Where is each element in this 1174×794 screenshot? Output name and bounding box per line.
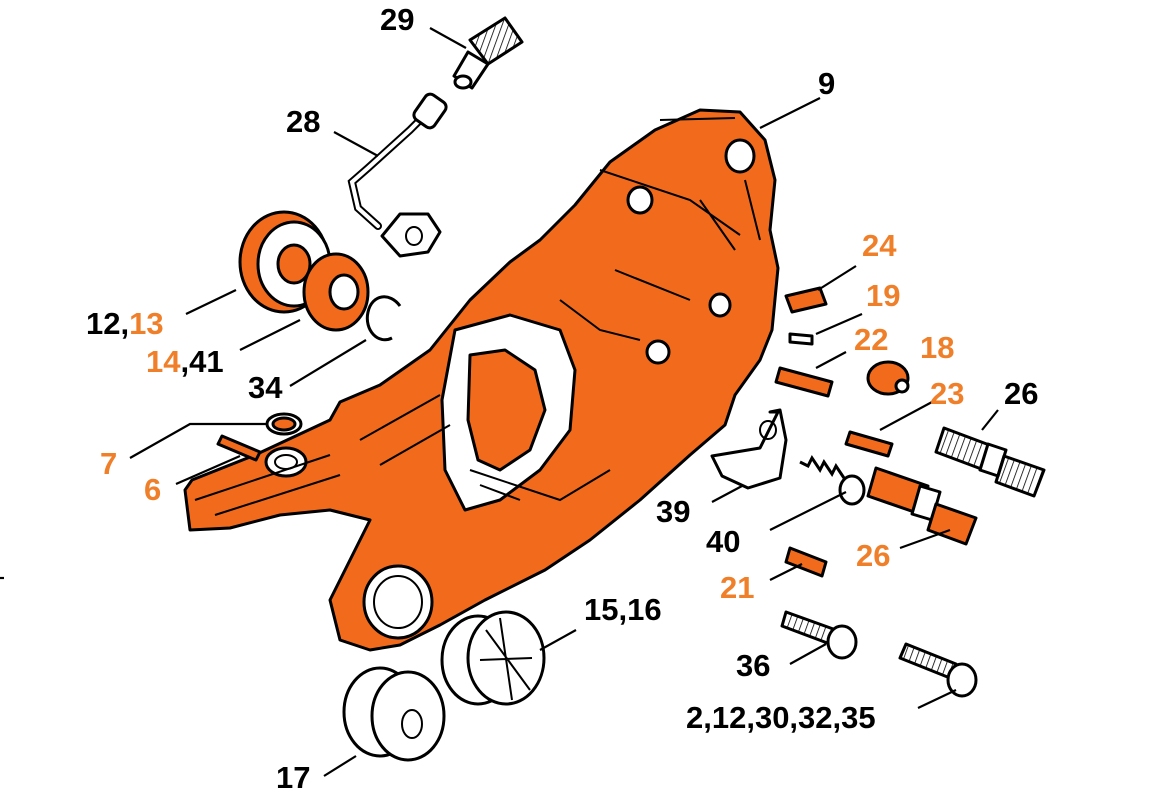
- callout-26-upper: 26: [1004, 376, 1038, 411]
- callout-15-16: 15,16: [584, 592, 662, 627]
- callout-28: 28: [286, 104, 320, 139]
- washer-and-pin: [216, 412, 303, 462]
- callout-34: 34: [248, 370, 283, 405]
- callout-36: 36: [736, 648, 770, 683]
- callout-14-41: 14,41: [146, 344, 224, 379]
- leader-lines: [0, 27, 999, 777]
- callout-17: 17: [276, 760, 310, 794]
- plug-15-16: [440, 610, 546, 706]
- callout-18: 18: [920, 330, 954, 365]
- screw-2-35: [898, 642, 978, 698]
- callout-23: 23: [930, 376, 964, 411]
- callout-7: 7: [100, 446, 117, 481]
- callout-2-12-30-32-35: 2,12,30,32,35: [686, 700, 876, 735]
- oil-pickup-tube: [347, 92, 448, 258]
- callout-39: 39: [656, 494, 690, 529]
- callout-9: 9: [818, 66, 835, 101]
- callout-12-13: 12,13: [86, 306, 164, 341]
- screw-36: [780, 610, 858, 660]
- stud-lower: [866, 466, 978, 546]
- circlip: [365, 295, 402, 342]
- callout-29: 29: [380, 2, 414, 37]
- plug-17: [342, 666, 446, 762]
- callout-21: 21: [720, 570, 754, 605]
- small-pins: [774, 286, 910, 458]
- oil-fitting: [452, 16, 524, 90]
- stud-upper: [934, 426, 1046, 498]
- pin-21: [784, 546, 828, 578]
- crankcase-housing: [183, 108, 780, 652]
- crank-seal: [302, 252, 370, 332]
- callout-24: 24: [862, 228, 897, 263]
- callout-6: 6: [144, 472, 161, 507]
- bracket: [710, 408, 788, 490]
- spring: [799, 455, 866, 506]
- callout-22: 22: [854, 322, 888, 357]
- callout-26-lower: 26: [856, 538, 890, 573]
- callout-labels: 29 9 28 12,13 14,41 34 7 6 24 19 22 18 2…: [86, 2, 1038, 794]
- callout-19: 19: [866, 278, 900, 313]
- callout-40: 40: [706, 524, 740, 559]
